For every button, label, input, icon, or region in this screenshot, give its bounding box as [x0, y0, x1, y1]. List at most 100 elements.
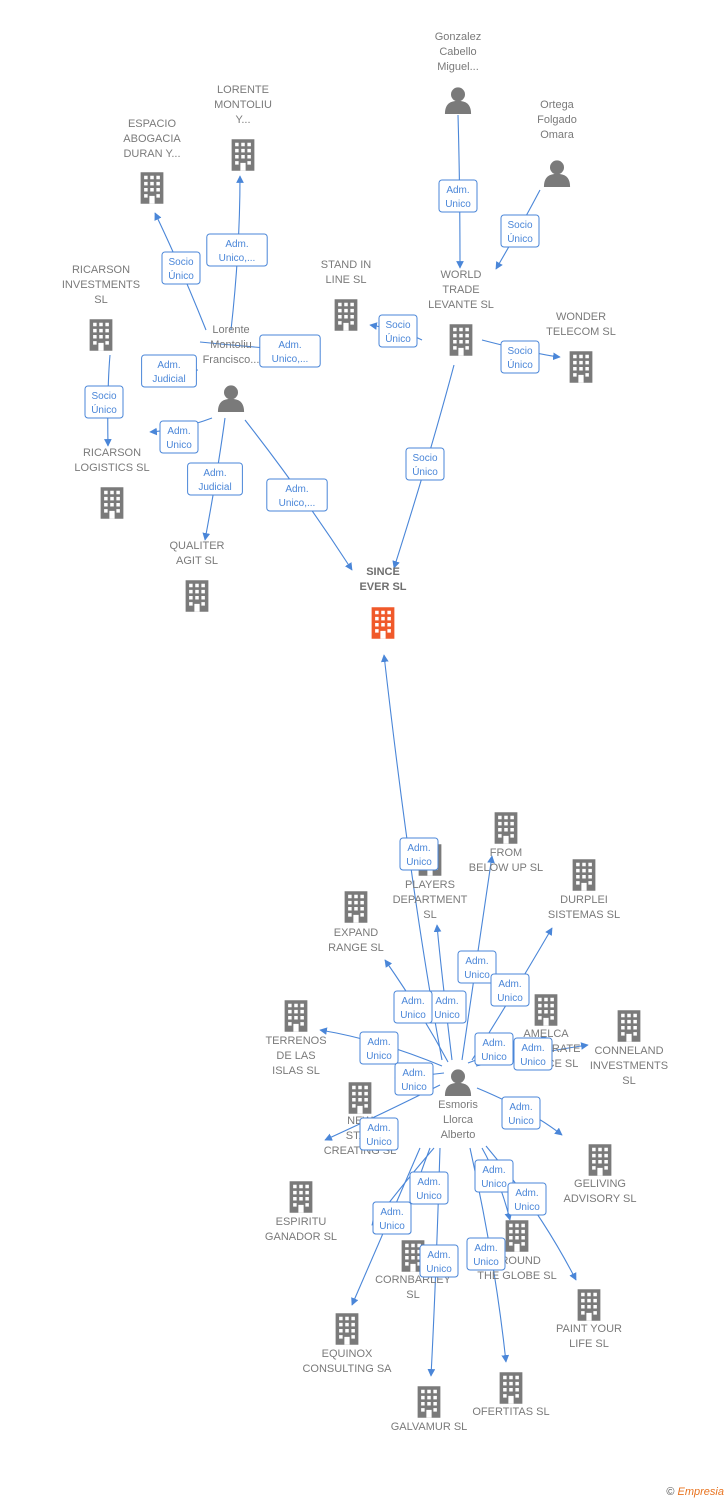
relation-label-text: Adm.	[157, 360, 180, 371]
relation-label[interactable]: Adm.Unico	[474, 1032, 514, 1066]
node-label: Lorente	[212, 324, 249, 336]
relation-label-text: Adm.	[167, 426, 190, 437]
node-label: ABOGACIA	[123, 133, 181, 145]
relation-label-text: Unico,...	[219, 253, 256, 264]
node-label: ISLAS SL	[272, 1065, 320, 1077]
node-label: WORLD	[441, 269, 482, 281]
relation-label-text: Unico	[508, 1116, 534, 1127]
node-label: RICARSON	[83, 447, 141, 459]
relation-label[interactable]: Adm.Unico,...	[206, 233, 268, 267]
relation-label-text: Unico	[366, 1051, 392, 1062]
relation-label-text: Adm.	[417, 1177, 440, 1188]
relation-label[interactable]: Adm.Unico	[359, 1031, 399, 1065]
relation-label-text: Adm.	[435, 996, 458, 1007]
node-label: SINCE	[366, 566, 400, 578]
relation-label[interactable]: Adm.Unico,...	[259, 334, 321, 368]
node-label: SL	[94, 294, 107, 306]
relation-label[interactable]: Adm.Unico	[372, 1201, 412, 1235]
node-label: PLAYERS	[405, 879, 455, 891]
node-label: ESPIRITU	[276, 1216, 327, 1228]
relation-label-text: Adm.	[498, 979, 521, 990]
node-galvamur[interactable]: GALVAMUR SL	[391, 1386, 468, 1433]
relation-label[interactable]: Adm.Unico	[466, 1237, 506, 1271]
node-qualiter[interactable]: QUALITER AGIT SL	[169, 540, 225, 612]
relation-label-text: Socio	[507, 346, 532, 357]
relation-label[interactable]: Adm.Unico	[427, 990, 467, 1024]
relation-label[interactable]: Adm.Judicial	[141, 354, 197, 388]
relation-label[interactable]: Adm.Unico	[394, 1062, 434, 1096]
relation-label-text: Único	[507, 358, 533, 371]
node-label: AGIT SL	[176, 555, 218, 567]
relation-label-text: Adm.	[380, 1207, 403, 1218]
relation-label[interactable]: Adm.Unico	[457, 950, 497, 984]
node-lorente_y[interactable]: LORENTEMONTOLIUY...	[214, 84, 272, 171]
relation-label-text: Unico,...	[272, 354, 309, 365]
relation-label[interactable]: Adm.Unico	[438, 179, 478, 213]
node-ofertitas[interactable]: OFERTITAS SL	[472, 1372, 550, 1418]
building-icon	[140, 172, 164, 204]
relation-label[interactable]: Adm.Unico,...	[266, 478, 328, 512]
relation-label-text: Unico	[426, 1264, 452, 1275]
relation-label[interactable]: Adm.Unico	[501, 1096, 541, 1130]
relation-label-text: Adm.	[465, 956, 488, 967]
building-icon	[499, 1372, 523, 1404]
relation-label[interactable]: Adm.Judicial	[187, 462, 243, 496]
relation-label[interactable]: Adm.Unico	[399, 837, 439, 871]
building-icon	[89, 319, 113, 351]
relation-label[interactable]: Adm.Unico	[419, 1244, 459, 1278]
relation-label-text: Unico	[166, 440, 192, 451]
node-label: TELECOM SL	[546, 326, 616, 338]
node-label: LEVANTE SL	[428, 299, 494, 311]
relation-label[interactable]: Adm.Unico	[507, 1182, 547, 1216]
relation-label[interactable]: Adm. Unico	[159, 420, 199, 454]
relation-label[interactable]: Adm.Unico	[474, 1159, 514, 1193]
relation-label[interactable]: Adm.Unico	[490, 973, 530, 1007]
relation-label-text: Adm.	[203, 468, 226, 479]
relation-label-text: Adm.	[482, 1038, 505, 1049]
building-icon	[617, 1010, 641, 1042]
node-label: DURPLEI	[560, 894, 608, 906]
node-label: SL	[423, 909, 436, 921]
relation-label-text: Adm.	[285, 484, 308, 495]
footer-credit: ©Empresia	[666, 1486, 724, 1498]
node-gonzalez[interactable]: GonzalezCabelloMiguel...	[435, 31, 481, 114]
relation-label[interactable]: Adm.Unico	[513, 1037, 553, 1071]
brand-logo[interactable]: Empresia	[677, 1486, 724, 1498]
building-icon	[505, 1220, 529, 1252]
node-label: QUALITER	[169, 540, 224, 552]
relation-label-text: Adm.	[446, 185, 469, 196]
building-icon	[494, 812, 518, 844]
relation-label-text: Adm.	[401, 996, 424, 1007]
relation-label[interactable]: Adm.Unico	[359, 1117, 399, 1151]
relation-label[interactable]: Adm.Unico	[409, 1171, 449, 1205]
relation-label[interactable]: Adm.Unico	[393, 990, 433, 1024]
relation-label-text: Socio	[507, 220, 532, 231]
node-lorente_p[interactable]: LorenteMontoliuFrancisco...	[203, 324, 260, 412]
relation-label-text: Socio	[91, 391, 116, 402]
